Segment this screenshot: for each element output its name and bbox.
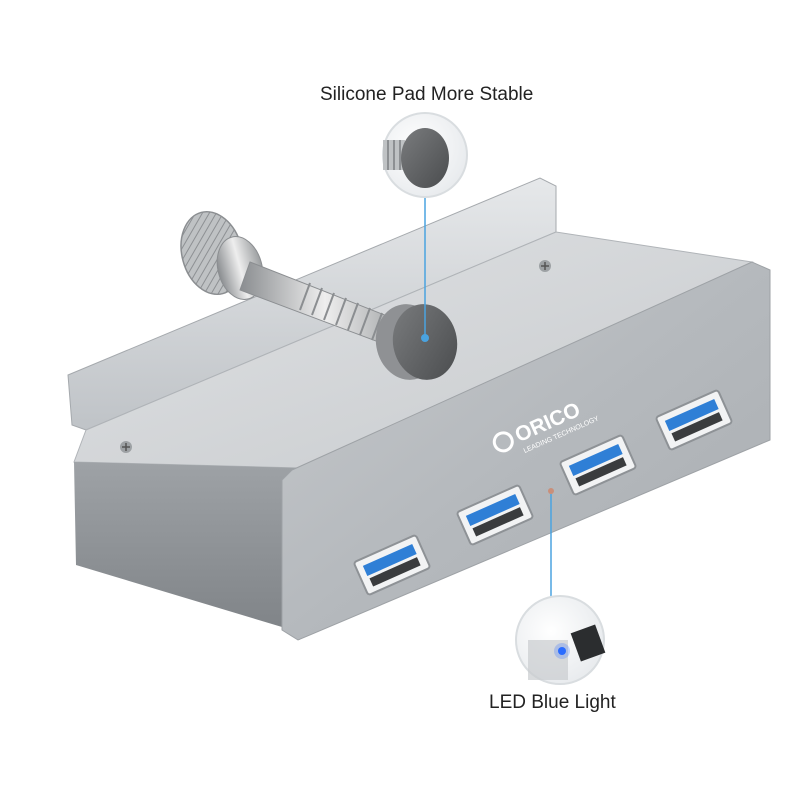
silicone-pad-zoom-bubble	[382, 112, 468, 198]
led-zoom-bubble	[515, 595, 606, 685]
usb-port	[353, 534, 431, 596]
usb-port	[559, 434, 637, 496]
led-indicator	[548, 488, 554, 494]
usb-port	[655, 389, 733, 451]
callout-line-silicone	[421, 192, 429, 342]
usb-port	[456, 484, 534, 546]
callout-silicone-pad: Silicone Pad More Stable	[320, 84, 534, 105]
hub-side	[74, 462, 300, 640]
clamp-screw	[239, 261, 411, 351]
screw-icon	[539, 260, 551, 272]
callout-led-light: LED Blue Light	[489, 692, 616, 713]
screw-icon	[120, 441, 132, 453]
